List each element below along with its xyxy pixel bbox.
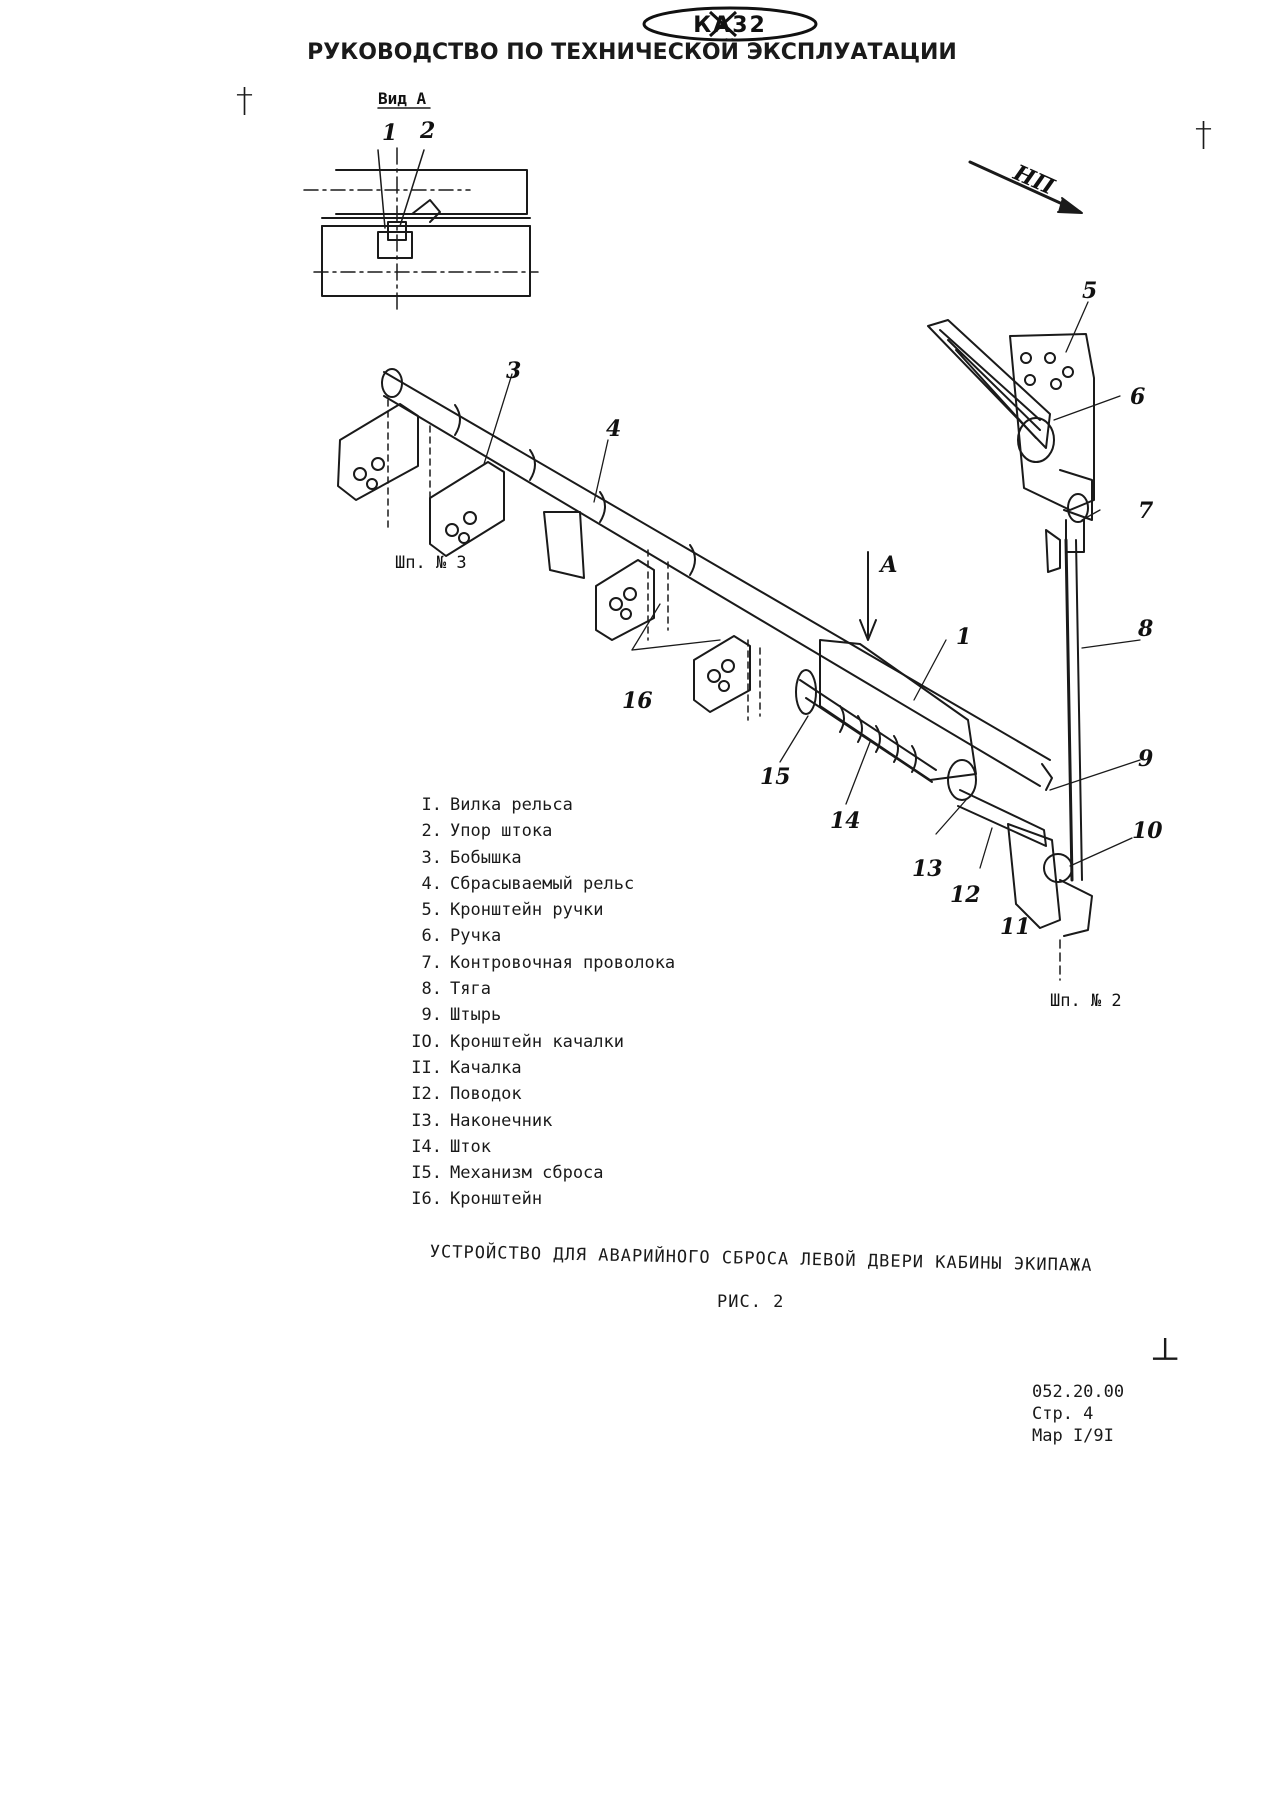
- parts-legend: I.Вилка рельса 2.Упор штока 3.Бобышка 4.…: [400, 792, 675, 1213]
- registration-mark: †: [1195, 115, 1212, 155]
- svg-text:9: 9: [1138, 746, 1153, 772]
- svg-text:1: 1: [382, 120, 397, 146]
- legend-item: 4.Сбрасываемый рельс: [421, 873, 635, 894]
- svg-text:Шп. № 3: Шп. № 3: [395, 553, 467, 573]
- legend-item: II.Качалка: [411, 1057, 522, 1078]
- svg-text:16: 16: [622, 688, 653, 714]
- figure-title: УСТРОЙСТВО ДЛЯ АВАРИЙНОГО СБРОСА ЛЕВОЙ Д…: [429, 1242, 1093, 1276]
- legend-item: 6.Ручка: [421, 926, 502, 947]
- legend-item: 3.Бобышка: [421, 847, 522, 868]
- ka32-logo: КА32: [642, 6, 818, 42]
- legend-item: I.Вилка рельса: [421, 795, 573, 815]
- svg-text:КА32: КА32: [693, 13, 767, 38]
- legend-item: 5.Кронштейн ручки: [421, 900, 604, 921]
- figure-number: РИС. 2: [717, 1292, 785, 1312]
- legend-item: 9.Штырь: [421, 1005, 502, 1026]
- legend-item: I6.Кронштейн: [411, 1189, 543, 1210]
- registration-mark: †: [236, 81, 253, 121]
- svg-text:6: 6: [1130, 384, 1145, 410]
- svg-text:4: 4: [606, 416, 621, 442]
- svg-text:7: 7: [1138, 498, 1154, 524]
- technical-drawing: Вид А НП: [303, 89, 1163, 1011]
- legend-item: 7.Контровочная проволока: [421, 952, 676, 973]
- svg-text:3: 3: [506, 358, 521, 384]
- svg-text:15: 15: [760, 764, 791, 790]
- view-a-inset: Вид А: [303, 89, 539, 311]
- legend-item: 8.Тяга: [421, 979, 491, 1000]
- svg-text:10: 10: [1132, 818, 1163, 844]
- svg-text:11: 11: [1000, 914, 1031, 940]
- page-number: Стр. 4: [1032, 1404, 1094, 1424]
- legend-item: IO.Кронштейн качалки: [411, 1031, 624, 1052]
- page-footer: 052.20.00 Стр. 4 Мар I/9I: [1032, 1381, 1124, 1447]
- revision-date: Мар I/9I: [1032, 1426, 1114, 1446]
- legend-item: I2.Поводок: [411, 1084, 522, 1105]
- direction-arrow: НП: [968, 159, 1083, 214]
- svg-text:НП: НП: [1009, 159, 1060, 201]
- svg-text:1: 1: [956, 624, 971, 650]
- registration-mark: ┴: [1153, 1338, 1178, 1378]
- svg-text:13: 13: [912, 856, 943, 882]
- legend-item: I4.Шток: [411, 1136, 491, 1157]
- rail-assembly: А: [337, 319, 1095, 981]
- svg-text:8: 8: [1137, 616, 1153, 642]
- callouts: 1 2 3 4 5 6 7 8 9 10 11 12 13 14 15 16 1…: [382, 118, 1163, 1011]
- legend-item: I5.Механизм сброса: [411, 1163, 604, 1184]
- document-title: РУКОВОДСТВО ПО ТЕХНИЧЕСКОЙ ЭКСПЛУАТАЦИИ: [307, 40, 957, 65]
- svg-text:Шп. № 2: Шп. № 2: [1050, 991, 1122, 1011]
- svg-text:Вид А: Вид А: [378, 89, 427, 108]
- document-code: 052.20.00: [1032, 1382, 1125, 1402]
- svg-text:2: 2: [419, 118, 435, 144]
- legend-item: I3.Наконечник: [411, 1110, 553, 1131]
- svg-text:А: А: [878, 552, 898, 578]
- legend-item: 2.Упор штока: [421, 821, 553, 842]
- svg-text:5: 5: [1082, 278, 1097, 304]
- svg-text:12: 12: [950, 882, 981, 908]
- svg-text:14: 14: [830, 808, 861, 834]
